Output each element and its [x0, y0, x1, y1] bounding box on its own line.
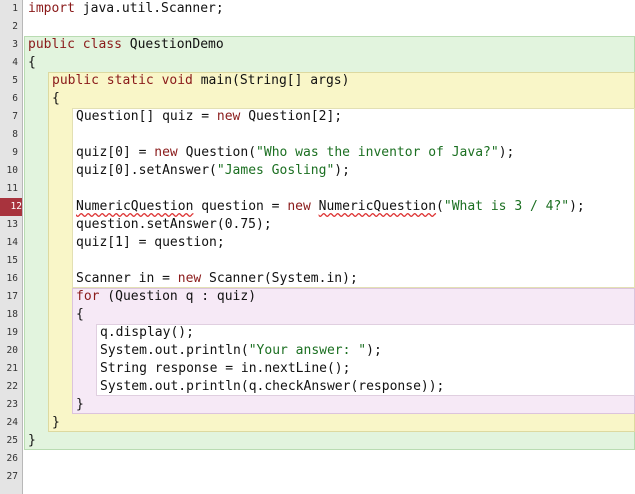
line-number[interactable]: 10	[6, 165, 18, 176]
code-token: );	[334, 163, 350, 178]
code-token: {	[76, 307, 84, 322]
code-token: );	[569, 199, 585, 214]
code-token: }	[28, 433, 36, 448]
keyword-token: import	[28, 1, 75, 16]
code-token: question.setAnswer(0.75);	[76, 217, 272, 232]
line-number[interactable]: 2	[12, 21, 18, 32]
code-line[interactable]: import java.util.Scanner;	[28, 0, 224, 18]
code-line[interactable]: public static void main(String[] args)	[52, 72, 349, 90]
loop-body-block	[96, 324, 635, 396]
line-number[interactable]: 13	[6, 219, 18, 230]
line-number[interactable]: 14	[6, 237, 18, 248]
code-token: (Question q : quiz)	[99, 289, 257, 304]
line-number[interactable]: 6	[12, 93, 18, 104]
code-line[interactable]: String response = in.nextLine();	[100, 360, 350, 378]
error-token: NumericQuestion	[318, 199, 437, 214]
line-number[interactable]: 12	[0, 198, 22, 216]
code-token: Question[] quiz =	[76, 109, 217, 124]
string-token: "James Gosling"	[216, 163, 335, 178]
line-number[interactable]: 20	[6, 345, 18, 356]
code-line[interactable]: public class QuestionDemo	[28, 36, 224, 54]
code-token: main(String[] args)	[192, 73, 350, 88]
code-line[interactable]: {	[52, 90, 60, 108]
code-token: }	[76, 397, 84, 412]
code-line[interactable]: Scanner in = new Scanner(System.in);	[76, 270, 358, 288]
keyword-token: public class	[28, 37, 122, 52]
code-token: q.display();	[100, 325, 194, 340]
line-number[interactable]: 1	[12, 3, 18, 14]
line-number[interactable]: 21	[6, 363, 18, 374]
keyword-token: new	[177, 271, 202, 286]
code-line[interactable]: for (Question q : quiz)	[76, 288, 256, 306]
line-number[interactable]: 26	[6, 453, 18, 464]
code-token: quiz[1] = question;	[76, 235, 225, 250]
line-number[interactable]: 8	[12, 129, 18, 140]
code-token: String response = in.nextLine();	[100, 361, 351, 376]
keyword-token: for	[76, 289, 100, 304]
code-token: (	[436, 199, 444, 214]
line-number[interactable]: 23	[6, 399, 18, 410]
code-token: }	[52, 415, 60, 430]
code-token: java.util.Scanner;	[74, 1, 224, 16]
line-number[interactable]: 25	[6, 435, 18, 446]
line-number[interactable]: 22	[6, 381, 18, 392]
code-token: );	[498, 145, 515, 160]
line-number[interactable]: 5	[12, 75, 18, 86]
code-token	[311, 199, 319, 214]
line-number[interactable]: 19	[6, 327, 18, 338]
code-token: QuestionDemo	[121, 37, 224, 52]
string-token: "Who was the inventor of Java?"	[256, 145, 499, 160]
line-number[interactable]: 18	[6, 309, 18, 320]
keyword-token: new	[287, 199, 311, 214]
code-line[interactable]: Question[] quiz = new Question[2];	[76, 108, 342, 126]
code-line[interactable]: question.setAnswer(0.75);	[76, 216, 272, 234]
code-line[interactable]: quiz[0] = new Question("Who was the inve…	[76, 144, 514, 162]
keyword-token: new	[154, 145, 178, 160]
code-line[interactable]: System.out.println("Your answer: ");	[100, 342, 382, 360]
code-token: {	[52, 91, 60, 106]
line-number[interactable]: 24	[6, 417, 18, 428]
code-token: System.out.println(	[100, 343, 249, 358]
line-number[interactable]: 15	[6, 255, 18, 266]
line-number[interactable]: 17	[6, 291, 18, 302]
line-number[interactable]: 27	[6, 471, 18, 482]
code-line[interactable]: }	[52, 414, 60, 432]
code-token: Question(	[177, 145, 257, 160]
code-token: question =	[193, 199, 288, 214]
line-number[interactable]: 9	[12, 147, 18, 158]
code-line[interactable]: q.display();	[100, 324, 194, 342]
line-number[interactable]: 7	[12, 111, 18, 122]
keyword-token: new	[216, 109, 241, 124]
code-token: {	[28, 55, 36, 70]
code-token: );	[366, 343, 382, 358]
string-token: "What is 3 / 4?"	[443, 199, 570, 214]
line-number[interactable]: 4	[12, 57, 18, 68]
line-number[interactable]: 16	[6, 273, 18, 284]
code-token: Question[2];	[240, 109, 343, 124]
line-number[interactable]: 3	[12, 39, 18, 50]
error-token: NumericQuestion	[76, 199, 194, 214]
string-token: "Your answer: "	[248, 343, 367, 358]
code-line[interactable]: System.out.println(q.checkAnswer(respons…	[100, 378, 444, 396]
code-line[interactable]: NumericQuestion question = new NumericQu…	[76, 198, 585, 216]
keyword-token: public static void	[52, 73, 193, 88]
method-body-block	[72, 108, 635, 288]
code-token: quiz[0] =	[76, 145, 155, 160]
code-line[interactable]: {	[76, 306, 84, 324]
line-number[interactable]: 11	[6, 183, 18, 194]
code-line[interactable]: {	[28, 54, 36, 72]
code-line[interactable]: quiz[0].setAnswer("James Gosling");	[76, 162, 350, 180]
code-token: System.out.println(q.checkAnswer(respons…	[100, 379, 445, 394]
code-line[interactable]: quiz[1] = question;	[76, 234, 225, 252]
code-token: Scanner(System.in);	[201, 271, 358, 286]
code-token: Scanner in =	[76, 271, 178, 286]
code-token: quiz[0].setAnswer(	[76, 163, 217, 178]
code-line[interactable]: }	[76, 396, 84, 414]
code-line[interactable]: }	[28, 432, 36, 450]
